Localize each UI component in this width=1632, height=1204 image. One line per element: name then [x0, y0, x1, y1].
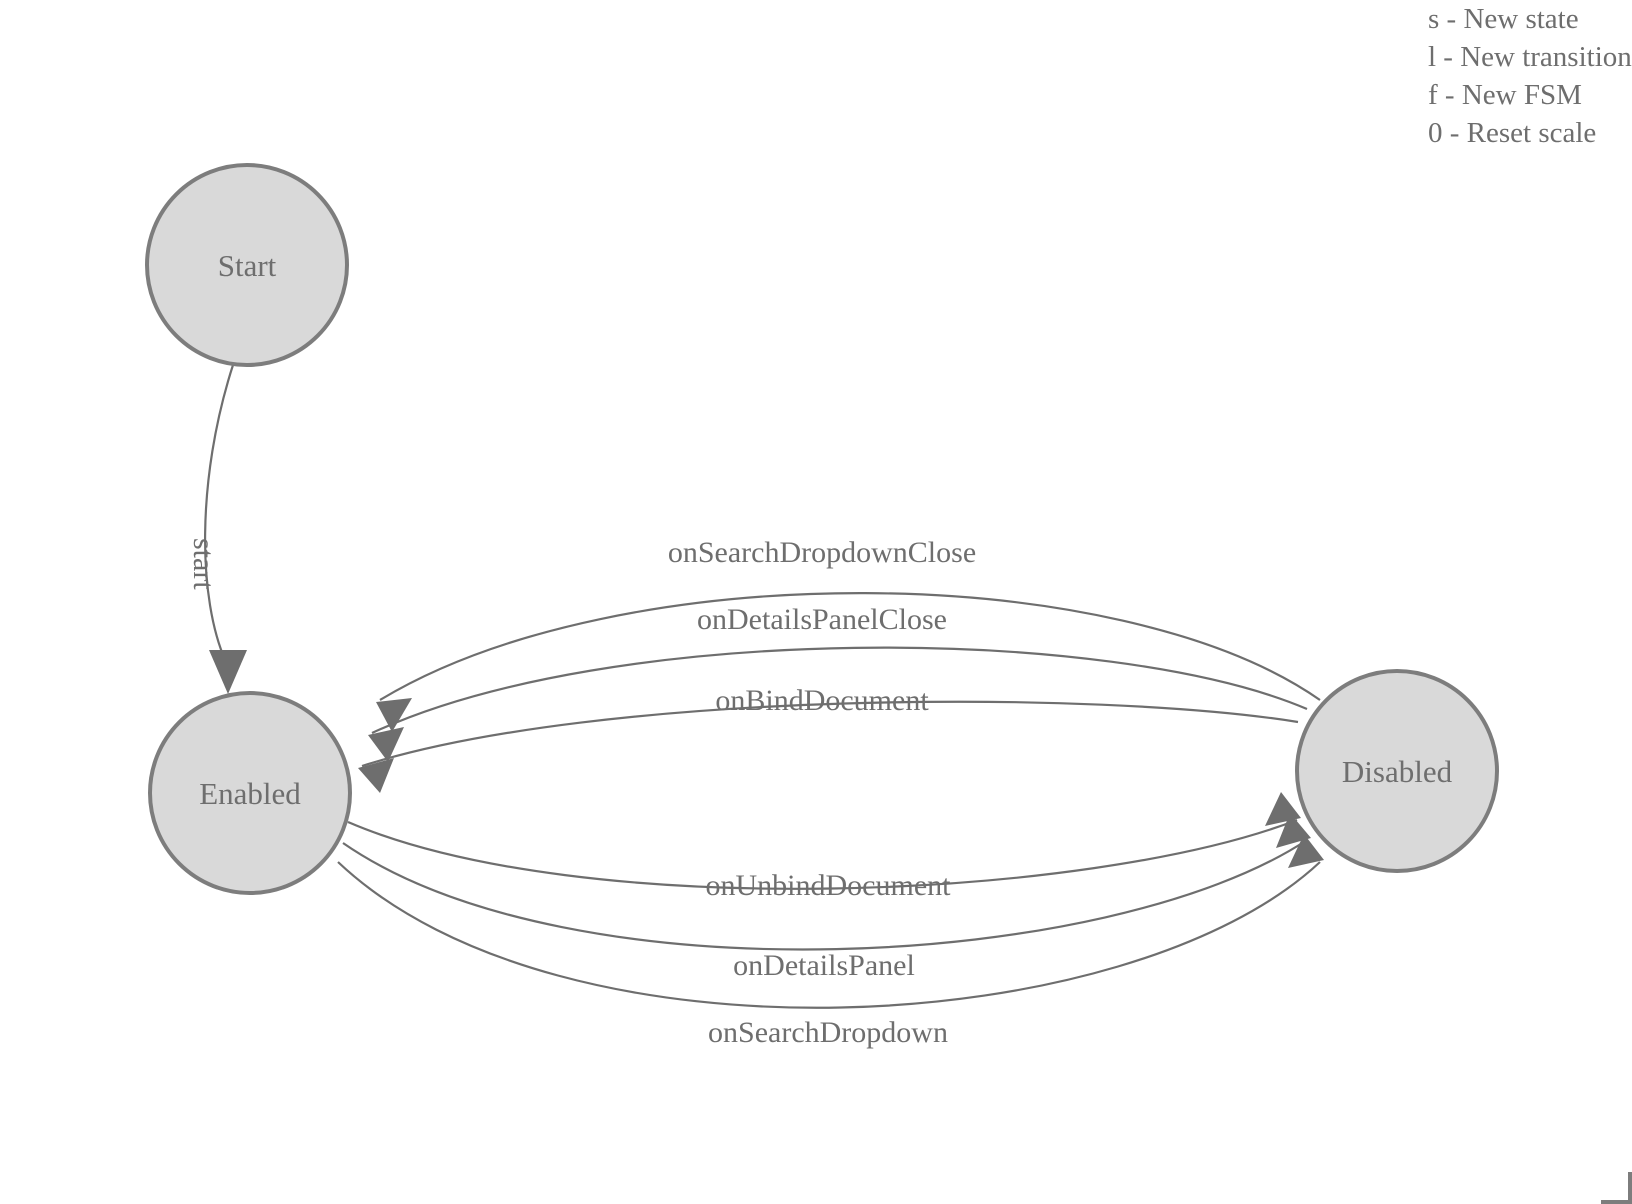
node-disabled-circle[interactable] — [1295, 669, 1499, 873]
node-disabled[interactable]: Disabled — [1295, 669, 1499, 873]
node-enabled-label: Enabled — [199, 776, 301, 811]
node-start-circle[interactable] — [145, 163, 349, 367]
resize-handle-vertical-bar — [1628, 1172, 1632, 1204]
edge-label-onDetailsPanel: onDetailsPanel — [733, 949, 915, 982]
edge-label-onSearchDropdown: onSearchDropdown — [708, 1016, 948, 1049]
edge-labels: start onSearchDropdownClose onDetailsPan… — [187, 536, 976, 1049]
arrowhead-onDetailsPanelClose — [368, 727, 404, 762]
edge-label-start: start — [187, 538, 220, 590]
edge-onBindDocument[interactable] — [361, 700, 1299, 768]
edge-onSearchDropdown[interactable] — [337, 861, 1321, 1009]
resize-handle-horizontal-bar — [1601, 1200, 1632, 1204]
edge-label-onDetailsPanelClose: onDetailsPanelClose — [697, 603, 947, 636]
edge-onDetailsPanelClose[interactable] — [371, 646, 1308, 734]
node-enabled-circle[interactable] — [148, 691, 352, 895]
node-enabled[interactable]: Enabled — [148, 691, 352, 895]
node-disabled-label: Disabled — [1342, 754, 1453, 789]
edge-start[interactable] — [204, 364, 235, 663]
edge-group-start-to-enabled — [204, 364, 247, 694]
edge-label-onSearchDropdownClose: onSearchDropdownClose — [668, 536, 976, 569]
edge-onDetailsPanel[interactable] — [342, 839, 1308, 951]
node-start[interactable]: Start — [145, 163, 349, 367]
edge-group-enabled-to-disabled — [337, 792, 1324, 1009]
edge-label-onBindDocument: onBindDocument — [715, 684, 929, 717]
node-start-label: Start — [218, 248, 277, 283]
arrowhead-onBindDocument — [358, 758, 394, 793]
arrowhead-onSearchDropdownClose — [376, 698, 412, 732]
arrowhead-onSearchDropdown — [1288, 834, 1324, 868]
edge-onUnbindDocument[interactable] — [347, 818, 1298, 890]
edge-label-onUnbindDocument: onUnbindDocument — [706, 869, 952, 902]
edge-onSearchDropdownClose[interactable] — [379, 592, 1321, 701]
edge-group-disabled-to-enabled — [358, 592, 1321, 793]
resize-handle[interactable] — [1601, 1172, 1632, 1204]
arrowhead-start — [209, 650, 247, 694]
